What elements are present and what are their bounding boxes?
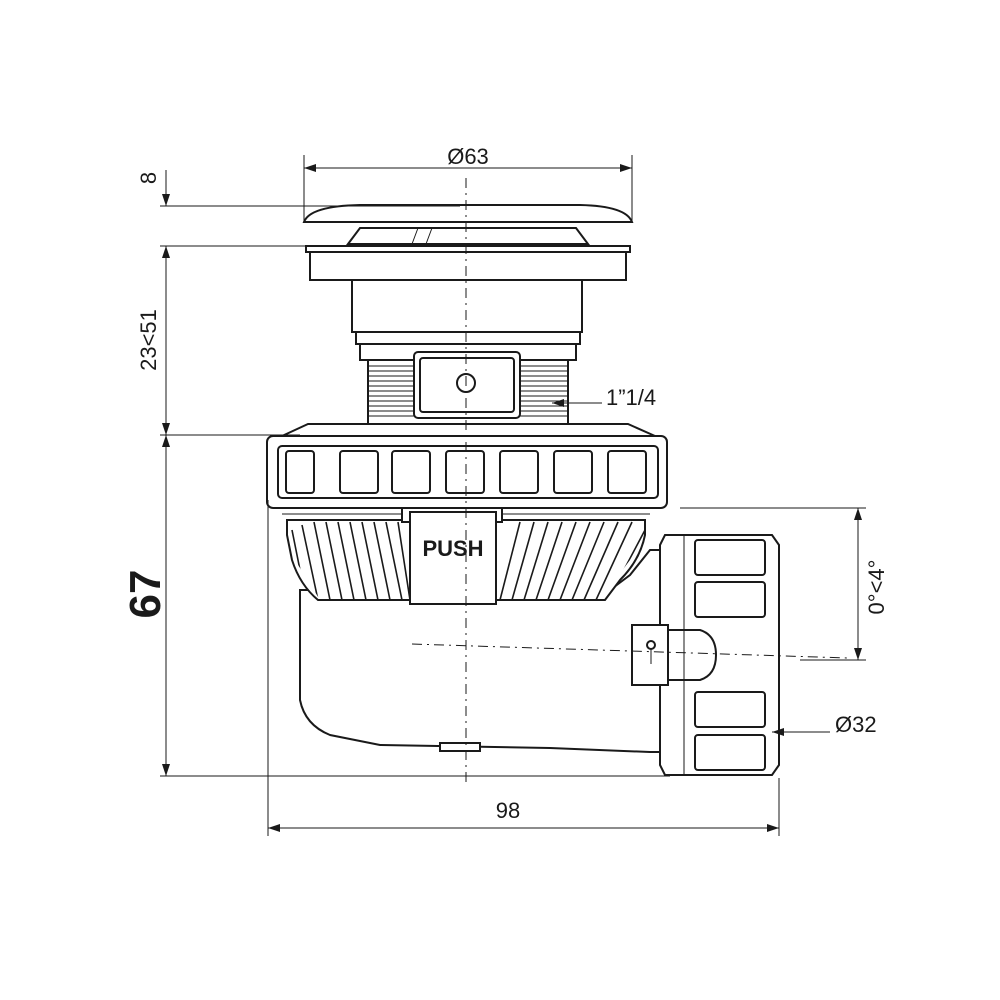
pop-up-cap: [302, 204, 634, 245]
dimension-lines: [160, 155, 866, 836]
push-label: PUSH: [422, 536, 483, 561]
thread-size-label: 1”1/4: [606, 385, 656, 410]
flange: [305, 245, 631, 281]
outlet-diameter-label: Ø32: [835, 712, 877, 737]
push-clip: PUSH: [401, 507, 503, 605]
total-height-label: 67: [121, 570, 170, 619]
adjust-range-label: 23<51: [136, 309, 161, 371]
total-width-label: 98: [496, 798, 520, 823]
nut-grips: [285, 450, 647, 494]
locking-nut: [266, 423, 668, 515]
outlet-angle-label: 0°<4°: [864, 560, 889, 615]
cap-height-label: 8: [136, 172, 161, 184]
drain-body: [286, 519, 676, 753]
outlet-nut: [631, 534, 780, 776]
outlet-axis: [411, 643, 849, 659]
threaded-stem: [351, 279, 583, 425]
cap-diameter-label: Ø63: [447, 144, 489, 169]
